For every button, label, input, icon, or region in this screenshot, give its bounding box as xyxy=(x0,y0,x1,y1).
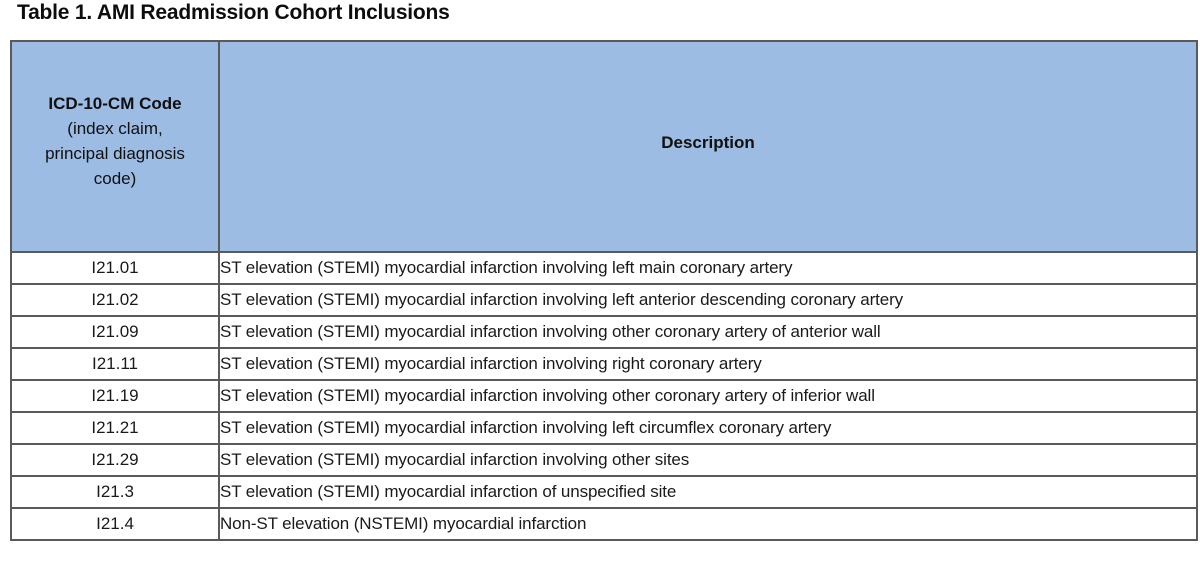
cell-description: ST elevation (STEMI) myocardial infarcti… xyxy=(218,315,1198,349)
table-header: ICD-10-CM Code (index claim, principal d… xyxy=(10,40,1198,253)
cell-description: ST elevation (STEMI) myocardial infarcti… xyxy=(218,347,1198,381)
column-header-icd-code-line1: ICD-10-CM Code xyxy=(48,93,182,113)
column-header-icd-code-line3: principal diagnosis xyxy=(45,143,185,163)
cell-icd-code: I21.4 xyxy=(10,507,220,541)
column-header-icd-code: ICD-10-CM Code (index claim, principal d… xyxy=(10,40,220,253)
column-header-description-text: Description xyxy=(661,132,755,152)
cell-icd-code: I21.02 xyxy=(10,283,220,317)
cell-icd-code: I21.21 xyxy=(10,411,220,445)
cell-description: Non-ST elevation (NSTEMI) myocardial inf… xyxy=(218,507,1198,541)
cell-description: ST elevation (STEMI) myocardial infarcti… xyxy=(218,411,1198,445)
cell-icd-code: I21.01 xyxy=(10,251,220,285)
column-header-icd-code-text: ICD-10-CM Code (index claim, principal d… xyxy=(12,91,218,191)
cell-description: ST elevation (STEMI) myocardial infarcti… xyxy=(218,283,1198,317)
cell-icd-code: I21.29 xyxy=(10,443,220,477)
column-header-description: Description xyxy=(218,40,1198,253)
cell-icd-code: I21.09 xyxy=(10,315,220,349)
column-header-icd-code-line2: (index claim, xyxy=(67,118,163,138)
cell-description: ST elevation (STEMI) myocardial infarcti… xyxy=(218,475,1198,509)
ami-inclusions-table: ICD-10-CM Code (index claim, principal d… xyxy=(10,40,1198,541)
cell-icd-code: I21.11 xyxy=(10,347,220,381)
column-header-icd-code-line4: code) xyxy=(93,168,137,188)
cell-icd-code: I21.3 xyxy=(10,475,220,509)
cell-description: ST elevation (STEMI) myocardial infarcti… xyxy=(218,251,1198,285)
page-title: Table 1. AMI Readmission Cohort Inclusio… xyxy=(17,1,450,24)
table-header-row: ICD-10-CM Code (index claim, principal d… xyxy=(10,40,1198,253)
cell-description: ST elevation (STEMI) myocardial infarcti… xyxy=(218,379,1198,413)
table-container: ICD-10-CM Code (index claim, principal d… xyxy=(10,40,1198,541)
cell-icd-code: I21.19 xyxy=(10,379,220,413)
cell-description: ST elevation (STEMI) myocardial infarcti… xyxy=(218,443,1198,477)
